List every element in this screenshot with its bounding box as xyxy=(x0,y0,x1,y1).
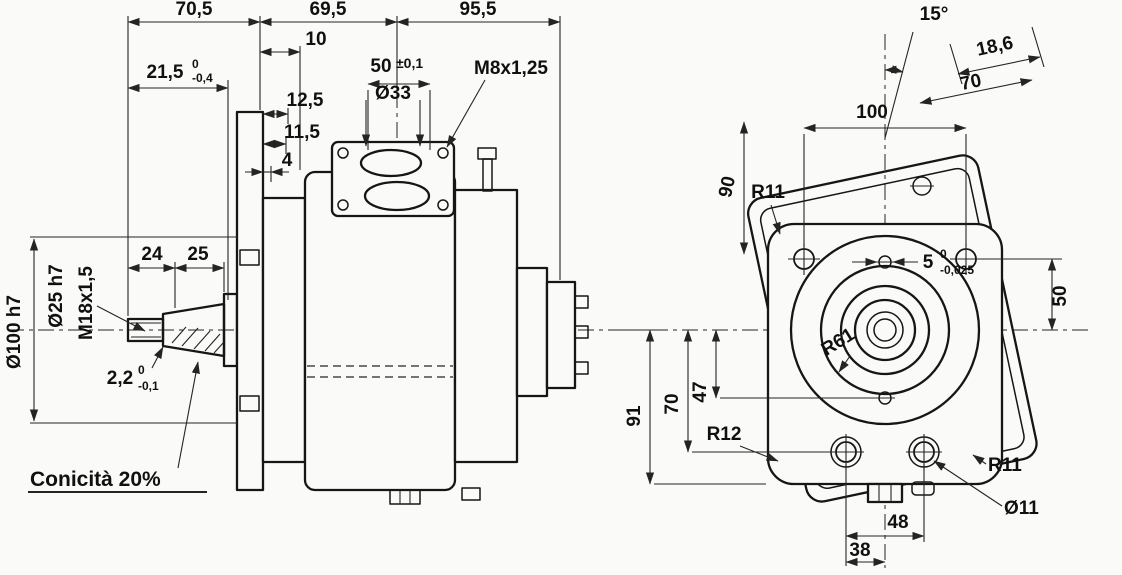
dim-2-2-tol-hi: 0 xyxy=(138,363,145,377)
dim-69-5: 69,5 xyxy=(310,0,347,20)
leader-dia-11 xyxy=(933,460,1003,507)
side-view-dimensions: 70,5 69,5 95,5 10 21,5 0 -0,4 50 ±0,1 M8… xyxy=(4,0,561,493)
boss-circle-r61 xyxy=(819,264,951,396)
dim-10: 10 xyxy=(305,29,326,50)
valve-block xyxy=(545,280,577,390)
leader-r11-bottom xyxy=(972,454,987,465)
dim-91: 91 xyxy=(624,405,645,427)
flange-bolt-hole xyxy=(437,147,449,159)
front-view-drawing xyxy=(747,154,1038,504)
angle-arc xyxy=(884,65,904,74)
side-view-drawing xyxy=(126,110,589,505)
pump-body-main xyxy=(303,170,457,492)
dim-48: 48 xyxy=(887,512,908,533)
seal-circle xyxy=(866,311,904,349)
leader-r11-top xyxy=(770,204,781,235)
dim-95-5: 95,5 xyxy=(460,0,497,20)
flange-bolt-hole xyxy=(437,199,449,211)
dimline-70-top xyxy=(919,78,1033,105)
dim-dia-33: Ø33 xyxy=(375,83,411,104)
label-dia-100h7: Ø100 h7 xyxy=(4,295,25,369)
dim-25: 25 xyxy=(187,244,209,265)
label-m18x1-5: M18x1,5 xyxy=(76,266,97,340)
drain-plug xyxy=(389,489,421,505)
dim-70-5: 70,5 xyxy=(176,0,213,20)
bolt-stub xyxy=(574,361,589,375)
drain-plug-small xyxy=(461,487,481,501)
dim-5: 5 xyxy=(923,252,934,273)
dim-21-5-tol-hi: 0 xyxy=(192,57,199,71)
bolt-stub xyxy=(574,295,589,309)
dimline-18-6 xyxy=(957,55,1041,76)
note-conicita: Conicità 20% xyxy=(30,468,161,491)
pump-body-front-section xyxy=(261,196,307,464)
label-m8x1-25: M8x1,25 xyxy=(474,58,548,79)
bottom-stub xyxy=(911,481,935,496)
front-view-dimensions: 15° 18,6 70 100 90 R11 5 0 -0,025 50 R61 xyxy=(624,4,1071,567)
leader-r61 xyxy=(838,355,851,373)
dim-24: 24 xyxy=(141,244,163,265)
flange-bolt-hole xyxy=(337,147,349,159)
label-dia-11: Ø11 xyxy=(1004,498,1039,519)
dim-2-2-tol-lo: -0,1 xyxy=(138,379,159,393)
dim-21-5-tol-lo: -0,4 xyxy=(192,71,213,85)
dim-21-5: 21,5 xyxy=(147,62,184,83)
dim-15deg: 15° xyxy=(920,4,949,25)
shaft-hatching xyxy=(171,326,225,354)
port-lower xyxy=(363,180,431,212)
leader-conicita xyxy=(177,361,200,469)
shaft-bore xyxy=(873,318,897,342)
dim-11-5: 11,5 xyxy=(284,122,320,143)
dim-50-right: 50 xyxy=(1050,285,1071,306)
dim-5-tol-lo: -0,025 xyxy=(940,263,974,277)
port-upper xyxy=(359,148,423,178)
pilot-circle xyxy=(839,284,931,376)
dim-4: 4 xyxy=(282,150,293,171)
bolt-stub xyxy=(574,325,589,339)
dim-100: 100 xyxy=(856,102,888,123)
dim-70-top: 70 xyxy=(958,70,983,95)
pump-rear-section xyxy=(453,188,519,464)
label-r11-bottom: R11 xyxy=(988,455,1022,476)
plate-tab-upper xyxy=(239,249,260,266)
hole-center-marks xyxy=(788,243,982,470)
leader-2-2 xyxy=(151,346,164,369)
bottom-hex-plug xyxy=(866,482,904,504)
dim-90: 90 xyxy=(715,174,740,199)
dim-50: 50 xyxy=(370,56,391,77)
plate-tab-lower xyxy=(239,395,260,412)
end-cover xyxy=(515,266,549,398)
top-bolt-head xyxy=(477,147,497,160)
angle-ref-line xyxy=(884,31,914,139)
top-bolt-shank xyxy=(482,158,493,192)
leader-m8 xyxy=(446,79,486,148)
dim-70-left: 70 xyxy=(662,393,683,414)
body-circle xyxy=(789,234,981,426)
bearing-circle xyxy=(853,298,917,362)
leader-r12 xyxy=(739,445,779,462)
label-r11-top: R11 xyxy=(751,182,785,203)
port-flange xyxy=(330,140,456,218)
dim-2-2: 2,2 xyxy=(107,368,133,389)
dim-18-6: 18,6 xyxy=(975,33,1016,61)
dim-47: 47 xyxy=(690,381,711,402)
leader-shaft-labels xyxy=(96,305,146,332)
dim-50-tol: ±0,1 xyxy=(396,55,423,71)
label-r12: R12 xyxy=(707,424,742,445)
flange-bolt-hole xyxy=(337,199,349,211)
dim-38: 38 xyxy=(849,540,870,561)
dim-12-5: 12,5 xyxy=(287,90,324,111)
dim-5-tol-hi: 0 xyxy=(940,247,947,261)
mounting-plate xyxy=(235,110,265,492)
label-dia-25h7: Ø25 h7 xyxy=(46,264,67,327)
